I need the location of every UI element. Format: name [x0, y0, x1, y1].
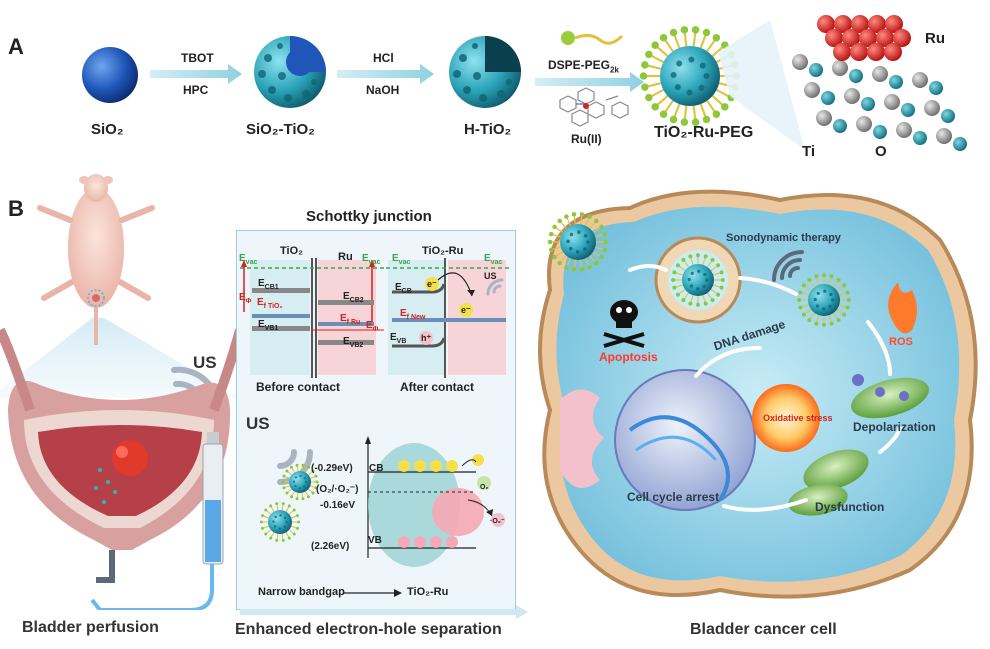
before-contact-caption: Before contact — [256, 380, 341, 394]
skull-icon — [603, 300, 645, 348]
h-tio2-label: H-TiO₂ — [464, 121, 512, 138]
us-label-bladder: US — [193, 353, 217, 372]
arrow-3-top-label: DSPE-PEG2k — [548, 58, 619, 75]
electron-after-1: e⁻ — [427, 279, 437, 289]
arrow-1 — [150, 64, 242, 84]
o2-energy-value: -0.16eV — [320, 500, 356, 511]
bladder-cancer-cell — [538, 189, 978, 599]
sonodynamic-label: Sonodynamic therapy — [726, 232, 841, 244]
bladder-cancer-cell-caption: Bladder cancer cell — [690, 621, 837, 638]
cb-energy-value: (-0.29eV) — [311, 463, 353, 474]
bladder-perfusion-caption: Bladder perfusion — [22, 619, 159, 636]
mitochondrion-depolarized — [851, 377, 929, 419]
evb1-label: EVB1 — [258, 319, 279, 332]
evb-label: EVB — [390, 332, 407, 345]
ef-new-label: Ef New — [400, 308, 426, 321]
h-tio2-sphere — [449, 36, 521, 108]
us-label-after: US — [484, 271, 497, 281]
ti-o-ru-lattice — [792, 15, 967, 151]
evac-label-after-left: Evac — [392, 253, 411, 266]
nanoparticles-cell — [547, 212, 851, 327]
panel-b-letter: B — [8, 196, 24, 221]
vb-energy-value: (2.26eV) — [311, 541, 350, 552]
band-diagram — [277, 436, 505, 597]
ef-ru-label: Ef Ru — [340, 313, 361, 326]
after-contact-caption: After contact — [400, 380, 475, 394]
schottky-diagrams — [240, 258, 510, 597]
o2-couple-label: (O₂/·O₂⁻) — [316, 484, 359, 495]
evac-label-after-right: Evac — [484, 253, 503, 266]
tio2-ru-result-label: TiO₂-Ru — [407, 586, 449, 598]
ru-complex-molecule — [559, 87, 629, 127]
endoplasmic-reticulum — [560, 389, 604, 488]
ephi-label-right: EΦ — [366, 320, 379, 333]
sio2-sphere — [82, 47, 138, 103]
cb-label: CB — [369, 463, 384, 474]
zoom-cone — [718, 20, 805, 150]
depolarization-label: Depolarization — [853, 420, 936, 434]
oxidative-stress-label: Oxidative stress — [763, 413, 833, 423]
evac-label-mid: Evac — [362, 253, 381, 266]
bladder-perfusion-illustration — [0, 174, 245, 610]
separation-caption-arrow — [240, 605, 528, 619]
narrow-bandgap-label: Narrow bandgap — [258, 586, 345, 598]
nanoparticles-band — [259, 463, 319, 542]
ef-tio2-label: Ef TiO₂ — [257, 297, 283, 310]
hole-after: h⁺ — [421, 333, 432, 343]
sio2-tio2-label: SiO₂-TiO₂ — [246, 121, 315, 138]
arrow-2-bottom-label: NaOH — [366, 83, 400, 97]
ecb2-label: ECB2 — [343, 291, 364, 304]
panel-a-graphics — [82, 15, 967, 151]
arrow-3 — [535, 72, 644, 92]
ti-atom-label: Ti — [802, 143, 816, 160]
mouse — [37, 174, 155, 345]
apoptosis-label: Apoptosis — [599, 350, 658, 364]
schottky-title: Schottky junction — [306, 208, 432, 225]
ros-flame-icon — [888, 282, 917, 334]
dspe-peg-icon — [561, 31, 624, 45]
oxidative-stress-burst — [752, 384, 820, 452]
vb-label: VB — [368, 535, 382, 546]
arrow-2 — [337, 64, 434, 84]
mitochondrion-dysfunctional — [803, 449, 869, 491]
mitochondrion-dysfunctional-2 — [788, 484, 848, 516]
electron-after-2: e⁻ — [461, 305, 471, 315]
arrow-1-bottom-label: HPC — [183, 83, 209, 97]
ru-atom-label: Ru — [925, 30, 945, 47]
before-contact-diagram — [240, 258, 384, 378]
ephi-label-left: EΦ — [239, 292, 252, 305]
zoom-beam — [0, 318, 240, 398]
sio2-tio2-sphere — [254, 36, 326, 108]
dna-strand — [628, 415, 730, 502]
tio2-label-before: TiO₂ — [280, 245, 304, 257]
o2-molecule-label: O₂ — [480, 484, 489, 491]
cell-cycle-arrest-label: Cell cycle arrest — [627, 490, 720, 504]
ru-label-before: Ru — [338, 251, 353, 263]
pathway-arrows — [628, 264, 902, 512]
superoxide-label: ·O₂⁻ — [490, 518, 505, 525]
tio2-ru-peg-label: TiO₂-Ru-PEG — [654, 124, 754, 141]
ecb1-label: ECB1 — [258, 278, 279, 291]
bladder — [0, 327, 245, 583]
us-label-band: US — [246, 414, 270, 433]
separation-caption: Enhanced electron-hole separation — [235, 621, 502, 638]
after-contact-diagram — [386, 258, 510, 378]
panel-a-letter: A — [8, 34, 24, 59]
ru-ii-label: Ru(II) — [571, 132, 602, 146]
arrow-2-top-label: HCl — [373, 51, 394, 65]
o-atom-label: O — [875, 143, 887, 160]
ecb-label: ECB — [395, 282, 412, 295]
ros-label: ROS — [889, 336, 913, 348]
dysfunction-label: Dysfunction — [815, 500, 885, 514]
arrow-1-top-label: TBOT — [181, 51, 214, 65]
evac-label-left: Evac — [239, 253, 258, 266]
sonodynamic-wave-icon — [772, 250, 804, 282]
tio2-ru-label-after: TiO₂-Ru — [422, 245, 464, 257]
sio2-label: SiO₂ — [91, 121, 124, 138]
evb2-label: EVB2 — [343, 336, 364, 349]
syringe — [90, 432, 224, 610]
